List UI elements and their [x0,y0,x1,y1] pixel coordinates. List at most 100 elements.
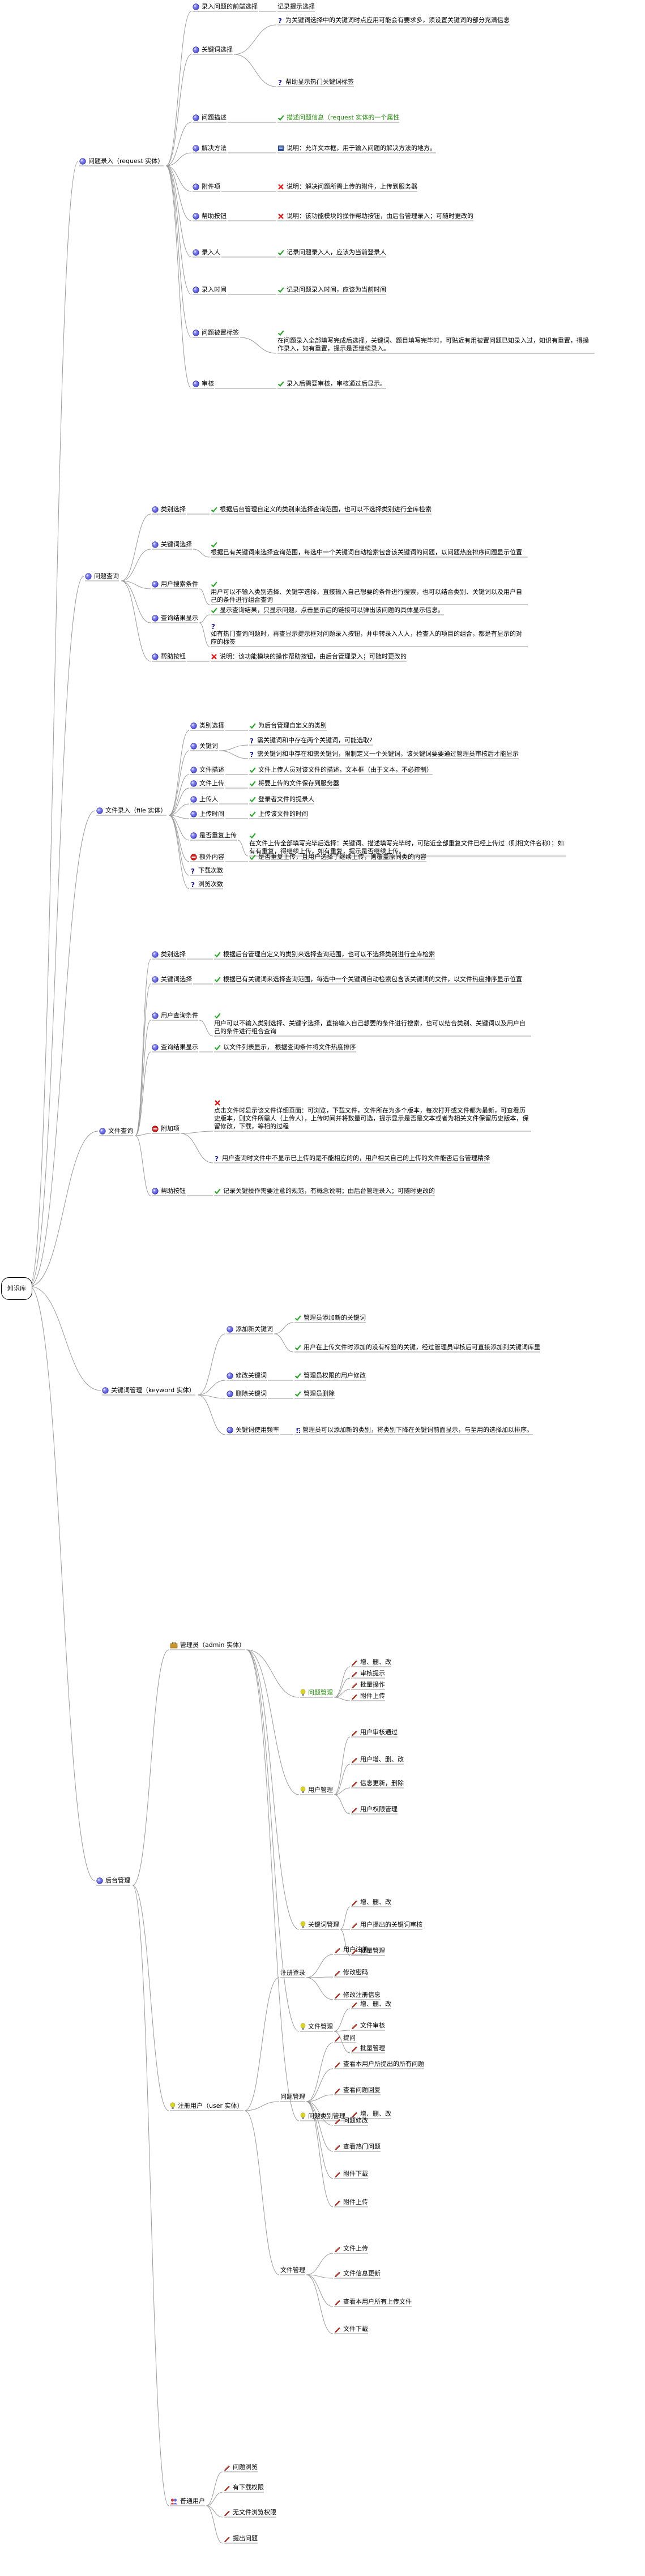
admin-action-1-3[interactable]: 批量操作 [351,1681,385,1689]
leaf-3-3-1[interactable]: 文件上传人员对该文件的描述，文本框（由于文本，不必控制） [249,766,433,774]
leaf-1-10-1[interactable]: 录入后需要审核，审核通过后显示。 [277,380,386,388]
admin-action-3-2[interactable]: 用户提出的关键词审核 [351,1921,422,1929]
user-action-2-5[interactable]: 查看热门问题 [334,2143,381,2151]
branch-6[interactable]: 后台管理 [96,1877,130,1885]
user-module-2[interactable]: 问题管理 [280,2093,305,2101]
branch-1[interactable]: 问题录入（request 实体） [79,157,164,165]
leaf-3-8-1[interactable]: 是否重复上传，且用户选择了继续上传，则覆盖原同类的内容 [249,853,426,861]
leaf-2-4-2[interactable]: ?如有热门查询问题时，再查显示提示框对问题录入按钮，并中转录入人人，检查入的项目… [211,622,528,646]
leaf-5-1-2[interactable]: 用户在上传文件时添加的没有标签的关键，经过管理员审核后可直接添加到关键词库里 [294,1343,540,1351]
user-action-3-1[interactable]: 文件上传 [334,2245,368,2253]
leaf-1-9-1[interactable]: 在问题录入全部填写完成后选择，关键词、题目填写完毕时，可贴近有用被置问题已知录入… [277,329,595,353]
topic-3-8[interactable]: 额外内容 [190,853,224,861]
user-action-2-3[interactable]: 查看问题回复 [334,2086,381,2094]
role-2[interactable]: 注册用户（user 实体） [170,2102,244,2110]
topic-3-7[interactable]: 是否重复上传 [190,832,237,840]
leaf-4-3-1[interactable]: 用户可以不输入类别选择、关键字选择，直接输入自己想要的条件进行搜索，也可以结合类… [214,1012,531,1035]
guest-action-1[interactable]: 问题浏览 [224,2463,258,2471]
admin-action-1-2[interactable]: 审核提示 [351,1670,385,1678]
topic-4-5[interactable]: 附加项 [152,1125,180,1133]
user-module-3[interactable]: 文件管理 [280,2266,305,2274]
leaf-1-3-1[interactable]: 描述问题信息（request 实体的一个属性 [277,114,399,122]
user-action-3-3[interactable]: 查看本用户所有上传文件 [334,2298,412,2306]
guest-action-2[interactable]: 有下载权限 [224,2484,264,2492]
root-node[interactable]: 知识库 [1,1277,32,1300]
leaf-3-7-1[interactable]: 在文件上传全部填写完毕后选择：关键词、描述填写完毕时，可贴近全部重复文件已经上传… [249,832,566,855]
user-module-1[interactable]: 注册登录 [280,1969,305,1977]
leaf-3-2-2[interactable]: ?需关键词和中存在和需关键词，限制定义一个关键词，该关键词要要通过管理员审核后才… [249,750,519,758]
topic-4-2[interactable]: 关键词选择 [152,975,192,983]
user-action-2-4[interactable]: 问题修改 [334,2117,368,2125]
branch-5[interactable]: 关键词管理（keyword 实体） [102,1387,195,1394]
topic-1-10[interactable]: 审核 [193,380,214,388]
topic-1-8[interactable]: 录入时间 [193,286,227,294]
topic-2-5[interactable]: 帮助按钮 [152,653,186,661]
user-action-1-3[interactable]: 修改注册信息 [334,1991,381,1999]
leaf-1-2-2[interactable]: ?帮助显示热门关键词标签 [277,78,354,86]
topic-3-3[interactable]: 文件描述 [190,766,224,774]
leaf-4-6-1[interactable]: 记录关键操作需要注意的规范，有概念说明；由后台管理录入；可随时更改的 [214,1187,435,1195]
admin-module-2[interactable]: 用户管理 [300,1786,333,1794]
topic-1-2[interactable]: 关键词选择 [193,46,233,54]
leaf-3-1-1[interactable]: 为后台管理自定义的类别 [249,722,327,730]
leaf-3-5-1[interactable]: 登录者文件的提录人 [249,795,314,803]
user-action-2-2[interactable]: 查看本用户所提出的所有问题 [334,2060,424,2068]
topic-5-4[interactable]: 关键词使用频率 [227,1426,279,1434]
admin-action-2-4[interactable]: 用户权限管理 [351,1805,398,1813]
topic-1-4[interactable]: 解决方法 [193,144,227,152]
topic-1-5[interactable]: 附件项 [193,183,220,191]
leaf-2-4-1[interactable]: 显示查询结果，只显示问题，点击显示后的链接可以弹出该问题的具体显示信息。 [211,606,444,614]
topic-2-3[interactable]: 用户搜索条件 [152,580,198,588]
admin-action-3-1[interactable]: 增、删、改 [351,1898,391,1906]
topic-3-2[interactable]: 关键词 [190,742,218,750]
admin-action-2-1[interactable]: 用户审核通过 [351,1728,398,1736]
user-action-1-1[interactable]: 用户注册 [334,1946,368,1954]
leaf-2-5-1[interactable]: 说明：该功能模块的操作帮助按钮，由后台管理录入；可随时更改的 [211,653,407,661]
admin-module-4[interactable]: 文件管理 [300,2023,333,2031]
role-1[interactable]: 管理员（admin 实体） [170,1641,245,1649]
leaf-2-3-1[interactable]: 用户可以不输入类别选择、关键字选择，直接输入自己想要的条件进行搜索，也可以结合类… [211,580,528,604]
leaf-5-1-1[interactable]: 管理员添加新的关键词 [294,1314,366,1322]
topic-3-6[interactable]: 上传时间 [190,810,224,818]
leaf-5-3-1[interactable]: 管理员删除 [294,1390,335,1398]
leaf-1-5-1[interactable]: 说明：解决问题所需上传的附件，上传到服务器 [277,183,417,191]
leaf-1-8-1[interactable]: 记录问题录入时间，应该为当前时间 [277,286,386,294]
topic-3-1[interactable]: 类别选择 [190,722,224,730]
admin-action-1-4[interactable]: 附件上传 [351,1692,385,1700]
admin-action-2-2[interactable]: 用户增、删、改 [351,1756,404,1764]
leaf-2-2-1[interactable]: 根据已有关键词来选择查询范围，每选中一个关键词自动检索包含该关键词的问题，以问题… [211,541,528,557]
guest-action-3[interactable]: 无文件浏览权限 [224,2509,276,2517]
topic-1-3[interactable]: 问题描述 [193,114,227,122]
leaf-1-2-1[interactable]: ?为关键词选择中的关键词时点应用可能会有要求多，须设置关键词的部分充满信息 [277,16,510,24]
leaf-1-4-1[interactable]: 说明：允许文本框，用于输入问题的解决方法的地方。 [277,144,436,152]
topic-2-1[interactable]: 类别选择 [152,506,186,514]
leaf-4-5-1[interactable]: 点击文件时显示该文件详细页面：可浏览，下载文件，文件所在为多个版本，每次打开或文… [214,1099,531,1131]
user-action-3-2[interactable]: 文件信息更新 [334,2270,381,2278]
leaf-1-7-1[interactable]: 记录问题录入人，应该为当前登录人 [277,249,386,256]
topic-3-9[interactable]: ?下载次数 [190,867,223,875]
branch-4[interactable]: 文件查询 [99,1127,133,1135]
topic-1-7[interactable]: 录入人 [193,249,220,256]
user-action-1-2[interactable]: 修改密码 [334,1969,368,1976]
topic-1-6[interactable]: 帮助按钮 [193,212,227,220]
topic-3-4[interactable]: 文件上传 [190,780,224,788]
user-action-3-4[interactable]: 文件下载 [334,2325,368,2333]
topic-4-6[interactable]: 帮助按钮 [152,1187,186,1195]
leaf-1-6-1[interactable]: 说明：该功能模块的操作帮助按钮，由后台管理录入；可随时更改的 [277,212,473,220]
role-3[interactable]: 普通用户 [170,2497,205,2505]
topic-2-4[interactable]: 查询结果显示 [152,614,198,622]
topic-2-2[interactable]: 关键词选择 [152,541,192,549]
leaf-5-4-1[interactable]: !?管理员可以添加新的类别，将类别下降在关键词前面显示，与至用的选择加以排序。 [294,1426,533,1434]
topic-4-4[interactable]: 查询结果显示 [152,1043,198,1051]
admin-action-1-1[interactable]: 增、删、改 [351,1658,391,1666]
topic-4-3[interactable]: 用户查询条件 [152,1012,198,1020]
topic-5-3[interactable]: 删除关键词 [227,1390,267,1398]
admin-module-5[interactable]: 问题类别管理 [300,2112,345,2120]
admin-action-5-1[interactable]: 增、删、改 [351,2110,391,2118]
topic-3-10[interactable]: ?浏览次数 [190,880,223,888]
admin-action-2-3[interactable]: 信息更新，删除 [351,1779,404,1787]
topic-5-1[interactable]: 添加新关键词 [227,1325,273,1333]
branch-2[interactable]: 问题查询 [85,572,119,580]
topic-4-1[interactable]: 类别选择 [152,951,186,958]
leaf-4-1-1[interactable]: 根据后台管理自定义的类别来选择查询范围，也可以不选择类别进行全库检索 [214,951,435,958]
